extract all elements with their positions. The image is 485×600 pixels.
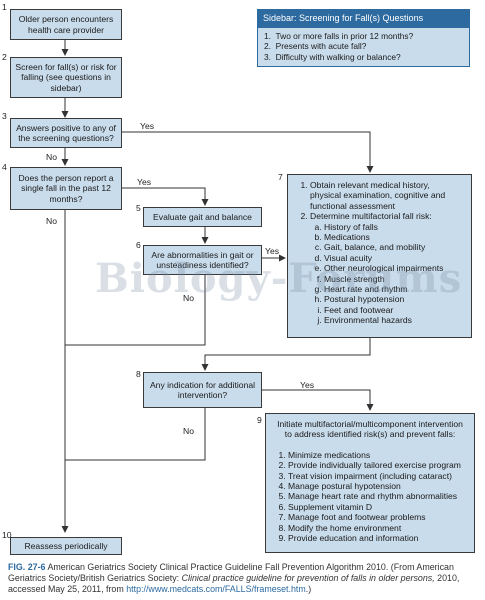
step-number: 9 bbox=[257, 415, 262, 425]
step-10-box: Reassess periodically bbox=[10, 537, 122, 555]
sidebar-question: 3. Difficulty with walking or balance? bbox=[264, 51, 401, 62]
step-6-box: Are abnormalities in gait or unsteadines… bbox=[143, 245, 262, 275]
intervention-item: Manage heart rate and rhythm abnormaliti… bbox=[288, 491, 466, 501]
no-label: No bbox=[46, 216, 57, 226]
step-8-box: Any indication for additional interventi… bbox=[143, 372, 262, 408]
step-2-box: Screen for fall(s) or risk for falling (… bbox=[10, 57, 122, 98]
risk-factor-item: Medications bbox=[324, 232, 463, 242]
no-label: No bbox=[183, 293, 194, 303]
yes-label: Yes bbox=[300, 380, 315, 390]
step-number: 3 bbox=[2, 111, 7, 121]
figure-number: FIG. 27-6 bbox=[8, 562, 46, 572]
risk-factor-item: Environmental hazards bbox=[324, 315, 463, 325]
risk-factor-item: Gait, balance, and mobility bbox=[324, 242, 463, 252]
step-3-text: Answers positive to any of the screening… bbox=[16, 122, 116, 143]
sidebar-question: 1. Two or more falls in prior 12 months? bbox=[264, 31, 414, 41]
sidebar-questions: 1. Two or more falls in prior 12 months?… bbox=[257, 27, 470, 67]
step-8-text: Any indication for additional interventi… bbox=[149, 379, 256, 400]
step-number: 10 bbox=[2, 530, 12, 540]
risk-factor-item: Heart rate and rhythm bbox=[324, 284, 463, 294]
risk-factor-item: Other neurological impairments bbox=[324, 263, 463, 273]
step-1-text: Older person encounters health care prov… bbox=[18, 14, 114, 35]
intervention-item: Treat vision impairment (including catar… bbox=[288, 471, 466, 481]
step-number: 5 bbox=[136, 203, 141, 213]
step-9-box: Initiate multifactorial/multicomponent i… bbox=[265, 413, 475, 553]
intervention-item: Supplement vitamin D bbox=[288, 502, 466, 512]
step-number: 4 bbox=[2, 162, 7, 172]
step-9-intro: Initiate multifactorial/multicomponent i… bbox=[277, 419, 463, 440]
intervention-item: Provide individually tailored exercise p… bbox=[288, 460, 466, 470]
caption-end: .) bbox=[305, 584, 312, 595]
step-10-text: Reassess periodically bbox=[24, 540, 108, 551]
step-4-text: Does the person report a single fall in … bbox=[18, 172, 114, 204]
step-5-box: Evaluate gait and balance bbox=[143, 207, 262, 227]
step-7-box: Obtain relevant medical history, physica… bbox=[287, 174, 472, 338]
step-1-box: Older person encounters health care prov… bbox=[10, 9, 122, 40]
step-4-box: Does the person report a single fall in … bbox=[10, 167, 122, 210]
intervention-item: Manage postural hypotension bbox=[288, 481, 466, 491]
yes-label: Yes bbox=[140, 121, 155, 131]
intervention-item: Minimize medications bbox=[288, 450, 466, 460]
figure-caption: FIG. 27-6 American Geriatrics Society Cl… bbox=[8, 562, 478, 596]
step-number: 2 bbox=[2, 52, 7, 62]
caption-text: American Geriatrics Society Clinical Pra… bbox=[8, 562, 454, 584]
step-7-item: Determine multifactorial fall risk: Hist… bbox=[310, 211, 463, 325]
intervention-item: Provide education and information bbox=[288, 533, 466, 543]
risk-factor-item: Feet and footwear bbox=[324, 305, 463, 315]
caption-title: Clinical practice guideline for preventi… bbox=[181, 573, 435, 584]
risk-factor-item: Muscle strength bbox=[324, 274, 463, 284]
no-label: No bbox=[46, 152, 57, 162]
caption-text: 2010, accessed May 25, 2011, from bbox=[8, 573, 460, 595]
sidebar-question: 2. Presents with acute fall? bbox=[264, 41, 367, 52]
source-link[interactable]: http://www.medcats.com/FALLS/frameset.ht… bbox=[126, 584, 306, 595]
step-number: 6 bbox=[136, 240, 141, 250]
step-7-item-text: Determine multifactorial fall risk: bbox=[310, 211, 432, 222]
step-6-text: Are abnormalities in gait or unsteadines… bbox=[151, 249, 254, 270]
risk-factor-item: Postural hypotension bbox=[324, 294, 463, 304]
step-3-box: Answers positive to any of the screening… bbox=[10, 118, 122, 148]
risk-factor-item: Visual acuity bbox=[324, 253, 463, 263]
risk-factor-item: History of falls bbox=[324, 222, 463, 232]
no-label: No bbox=[183, 426, 194, 436]
step-number: 8 bbox=[136, 369, 141, 379]
step-7-item: Obtain relevant medical history, physica… bbox=[310, 180, 463, 211]
step-number: 7 bbox=[278, 172, 283, 182]
yes-label: Yes bbox=[137, 177, 152, 187]
sidebar-title: Sidebar: Screening for Fall(s) Questions bbox=[257, 9, 470, 27]
step-2-text: Screen for fall(s) or risk for falling (… bbox=[15, 61, 117, 93]
intervention-item: Manage foot and footwear problems bbox=[288, 512, 466, 522]
intervention-item: Modify the home environment bbox=[288, 523, 466, 533]
step-5-text: Evaluate gait and balance bbox=[153, 211, 252, 222]
yes-label: Yes bbox=[265, 246, 280, 256]
step-number: 1 bbox=[2, 2, 7, 12]
